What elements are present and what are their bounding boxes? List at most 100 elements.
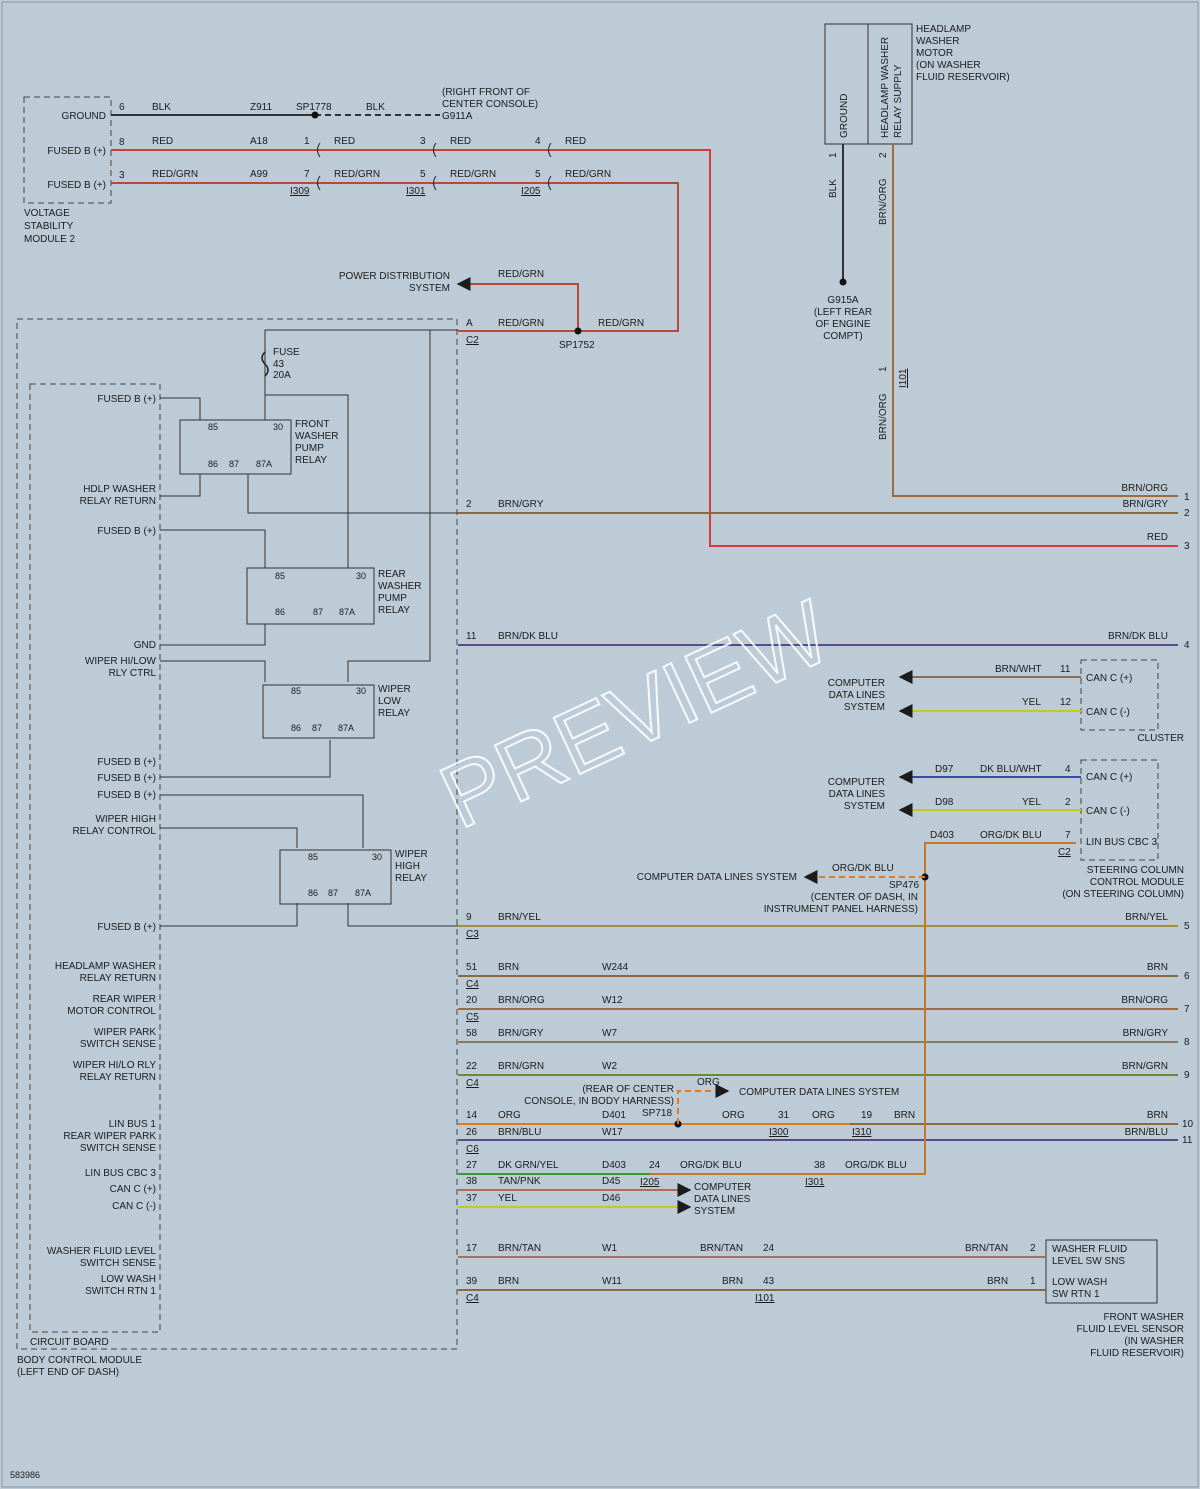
fuse-43 xyxy=(261,351,269,377)
vsm-pin-fb1: 8 xyxy=(119,137,125,148)
row1-conn: C4 xyxy=(466,979,479,990)
fluid-sensor-name-4: FLUID RESERVOIR) xyxy=(1090,1348,1184,1359)
power-dist-label-2: SYSTEM xyxy=(409,283,450,294)
lws-p43: 43 xyxy=(763,1276,775,1287)
relay-front-pin-86: 86 xyxy=(208,459,218,469)
lws-label-1: LOW WASH xyxy=(101,1274,156,1285)
out-wire-4: BRN/DK BLU xyxy=(1108,631,1168,642)
out-wire-11: BRN/BLU xyxy=(1125,1127,1168,1138)
ground-g911a-label: G911A xyxy=(442,111,473,122)
motor-ground-label: GROUND xyxy=(839,94,850,138)
sccm-circuit-d98: D98 xyxy=(935,797,954,808)
lws-w2: BRN xyxy=(722,1276,743,1287)
relay-high-pin-87a: 87A xyxy=(355,888,371,898)
c2-conn-name: C2 xyxy=(466,335,479,346)
fluid-sensor-name-3: (IN WASHER xyxy=(1124,1336,1184,1347)
motor-name-4: (ON WASHER xyxy=(916,60,981,71)
wire-label-redgrn-1: RED/GRN xyxy=(152,169,198,180)
sccm-circuit-d97: D97 xyxy=(935,764,954,775)
sp476-wire: ORG/DK BLU xyxy=(832,863,894,874)
vsm-name-2: STABILITY xyxy=(24,221,74,232)
out-num-7: 7 xyxy=(1184,1004,1190,1015)
wire-label-redgrn-2: RED/GRN xyxy=(334,169,380,180)
i101-top-pin: 1 xyxy=(878,366,889,372)
fluid-sensor-name-2: FLUID LEVEL SENSOR xyxy=(1077,1324,1184,1335)
relay-rear-name-2: WASHER xyxy=(378,581,422,592)
relay-low-name-3: RELAY xyxy=(378,708,410,719)
sccm-name-1: STEERING COLUMN xyxy=(1087,865,1184,876)
row4-label-1: WIPER HI/LO RLY xyxy=(73,1060,156,1071)
rwp-circuit: W17 xyxy=(602,1127,623,1138)
sccm-conn-c2: C2 xyxy=(1058,847,1071,858)
motor-pin-1: 1 xyxy=(828,152,839,158)
g915a-label-4: COMPT) xyxy=(823,331,862,342)
bcm-pin-9: 9 xyxy=(466,912,472,923)
wire-power-dist xyxy=(456,277,579,331)
relay-rear-pin-85: 85 xyxy=(275,571,285,581)
vsm-pin-label-fb1: FUSED B (+) xyxy=(47,146,106,157)
wire-label-a18: A18 xyxy=(250,136,268,147)
wire-label-redgrn-4: RED/GRN xyxy=(565,169,611,180)
rwp-conn: C6 xyxy=(466,1144,479,1155)
rwp-label-1: REAR WIPER PARK xyxy=(63,1131,156,1142)
relay-low-name-2: LOW xyxy=(378,696,401,707)
circuit-board-name: CIRCUIT BOARD xyxy=(30,1337,109,1348)
canm-wire: YEL xyxy=(498,1193,517,1204)
out-wire-5: BRN/YEL xyxy=(1125,912,1168,923)
relay-front-pin-85: 85 xyxy=(208,422,218,432)
lin1-i310: I310 xyxy=(852,1127,872,1138)
relay-front-pin-87a: 87A xyxy=(256,459,272,469)
lin1-system: COMPUTER DATA LINES SYSTEM xyxy=(739,1087,899,1098)
lin1-pin: 14 xyxy=(466,1110,478,1121)
bcm-label-fb5: FUSED B (+) xyxy=(97,790,156,801)
bcm-label-hdlp-1: HDLP WASHER xyxy=(83,484,156,495)
wire-label-red-2: RED xyxy=(334,136,355,147)
relay-low-box xyxy=(262,684,375,739)
relay-rear-name-4: RELAY xyxy=(378,605,410,616)
bcm-label-hilow-1: WIPER HI/LOW xyxy=(85,656,157,667)
relay-high-name-3: RELAY xyxy=(395,873,427,884)
can-cdl-1: COMPUTER xyxy=(694,1182,751,1193)
out-num-8: 8 xyxy=(1184,1037,1190,1048)
motor-wire-brnorg: BRN/ORG xyxy=(878,178,889,225)
relay-high-name-2: HIGH xyxy=(395,861,420,872)
relay-low-pin-30: 30 xyxy=(356,686,366,696)
vsm-pin-label-ground: GROUND xyxy=(62,111,106,122)
sp476-loc-2: INSTRUMENT PANEL HARNESS) xyxy=(764,904,918,915)
ground-symbol-g915a xyxy=(839,278,847,286)
conn-pin-5b: 5 xyxy=(535,169,541,180)
row4-conn: C4 xyxy=(466,1078,479,1089)
out-wire-9: BRN/GRN xyxy=(1122,1061,1168,1072)
row2-label-2: MOTOR CONTROL xyxy=(67,1006,156,1017)
g915a-label-3: OF ENGINE xyxy=(815,319,870,330)
bcm-internal-wiring xyxy=(160,329,458,927)
row2-wire: BRN/ORG xyxy=(498,995,545,1006)
relay-front-name-4: RELAY xyxy=(295,455,327,466)
vsm-pin-label-fb2: FUSED B (+) xyxy=(47,180,106,191)
ground-g911a-loc-1: (RIGHT FRONT OF xyxy=(442,87,530,98)
row1-label-2: RELAY RETURN xyxy=(80,973,156,984)
lin1-sp-loc-1: (REAR OF CENTER xyxy=(582,1084,674,1095)
sccm-cdl-2: DATA LINES xyxy=(829,789,886,800)
bcm-pin-2: 2 xyxy=(466,499,472,510)
relay-rear-name-3: PUMP xyxy=(378,593,407,604)
sccm-cdl-3: SYSTEM xyxy=(844,801,885,812)
bcm-label-fb1: FUSED B (+) xyxy=(97,394,156,405)
i101-top-name: I101 xyxy=(898,368,909,388)
row4-label-2: RELAY RETURN xyxy=(80,1072,156,1083)
sp476-name: SP476 xyxy=(889,880,919,891)
can-cdl-2: DATA LINES xyxy=(694,1194,751,1205)
relay-front-name-1: FRONT xyxy=(295,419,329,430)
lws-p1: 1 xyxy=(1030,1276,1036,1287)
sccm-name-3: (ON STEERING COLUMN) xyxy=(1062,889,1184,900)
lincbc-label: LIN BUS CBC 3 xyxy=(85,1168,157,1179)
lws-sensor-1: LOW WASH xyxy=(1052,1277,1107,1288)
motor-wire-brnorg-2: BRN/ORG xyxy=(878,393,889,440)
lincbc-p24: 24 xyxy=(649,1160,661,1171)
motor-name-1: HEADLAMP xyxy=(916,24,971,35)
lincbc-wire: DK GRN/YEL xyxy=(498,1160,559,1171)
lin1-label: LIN BUS 1 xyxy=(109,1119,157,1130)
row4-circuit: W2 xyxy=(602,1061,617,1072)
out-wire-2: BRN/GRY xyxy=(1123,499,1169,510)
